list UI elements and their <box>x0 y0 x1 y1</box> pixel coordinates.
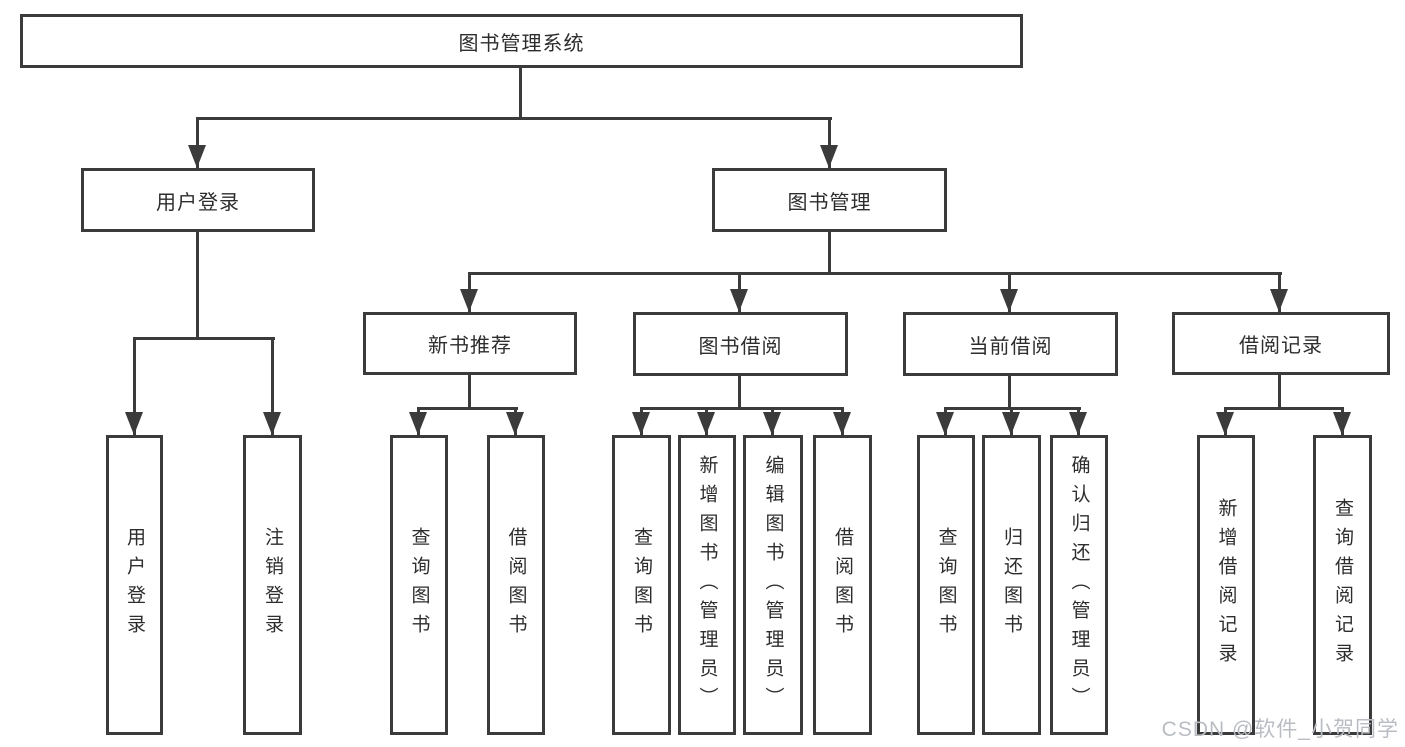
connector-drop <box>196 117 199 168</box>
arrow-down-icon <box>936 412 954 435</box>
node-new-book-recommend: 新书推荐 <box>363 312 577 375</box>
node-book-borrowing: 图书借阅 <box>633 312 848 376</box>
connector-bar <box>640 407 844 410</box>
leaf-query-borrow-record: 查询借阅记录 <box>1313 435 1372 735</box>
watermark: CSDN @软件_小贺同学 <box>1161 718 1399 741</box>
connector-stem <box>738 373 741 410</box>
node-book-management: 图书管理 <box>712 168 947 232</box>
arrow-down-icon <box>506 412 524 435</box>
leaf-logout: 注销登录 <box>243 435 302 735</box>
arrow-down-icon <box>1333 412 1351 435</box>
connector-userlogin-bar <box>133 337 275 340</box>
connector-bookmgmt-bar <box>468 272 1282 275</box>
arrow-down-icon <box>188 145 206 168</box>
connector-drop <box>828 117 831 168</box>
leaf-borrow-books: 借阅图书 <box>813 435 872 735</box>
arrow-down-icon <box>1002 412 1020 435</box>
arrow-down-icon <box>460 289 478 312</box>
connector-drop <box>133 337 136 435</box>
leaf-user-login: 用户登录 <box>106 435 163 735</box>
connector-root-stem <box>519 67 522 120</box>
leaf-confirm-return-admin: 确认归还（管理员） <box>1050 435 1108 735</box>
arrow-down-icon <box>730 289 748 312</box>
arrow-down-icon <box>409 412 427 435</box>
connector-stem <box>1278 373 1281 410</box>
node-root: 图书管理系统 <box>20 14 1023 68</box>
arrow-down-icon <box>632 412 650 435</box>
leaf-add-book-admin: 新增图书（管理员） <box>678 435 736 735</box>
connector-stem <box>468 373 471 410</box>
arrow-down-icon <box>1270 289 1288 312</box>
leaf-query-books-recommend: 查询图书 <box>390 435 448 735</box>
arrow-down-icon <box>1216 412 1234 435</box>
arrow-down-icon <box>263 412 281 435</box>
leaf-edit-book-admin: 编辑图书（管理员） <box>743 435 803 735</box>
arrow-down-icon <box>820 145 838 168</box>
connector-bookmgmt-stem <box>828 230 831 275</box>
connector-bar <box>1224 407 1344 410</box>
arrow-down-icon <box>833 412 851 435</box>
arrow-down-icon <box>1000 289 1018 312</box>
node-user-login: 用户登录 <box>81 168 315 232</box>
leaf-query-books-borrowing: 查询图书 <box>612 435 671 735</box>
node-current-borrowing: 当前借阅 <box>903 312 1118 376</box>
leaf-return-books: 归还图书 <box>982 435 1041 735</box>
connector-stem <box>1008 373 1011 410</box>
arrow-down-icon <box>1069 412 1087 435</box>
connector-userlogin-stem <box>196 230 199 340</box>
leaf-add-borrow-record: 新增借阅记录 <box>1197 435 1255 735</box>
arrow-down-icon <box>697 412 715 435</box>
leaf-query-books-current: 查询图书 <box>917 435 975 735</box>
arrow-down-icon <box>125 412 143 435</box>
connector-root-bar <box>197 117 832 120</box>
leaf-borrow-books-recommend: 借阅图书 <box>487 435 545 735</box>
connector-drop <box>271 337 274 435</box>
arrow-down-icon <box>763 412 781 435</box>
connector-bar <box>417 407 518 410</box>
node-borrowing-records: 借阅记录 <box>1172 312 1390 375</box>
